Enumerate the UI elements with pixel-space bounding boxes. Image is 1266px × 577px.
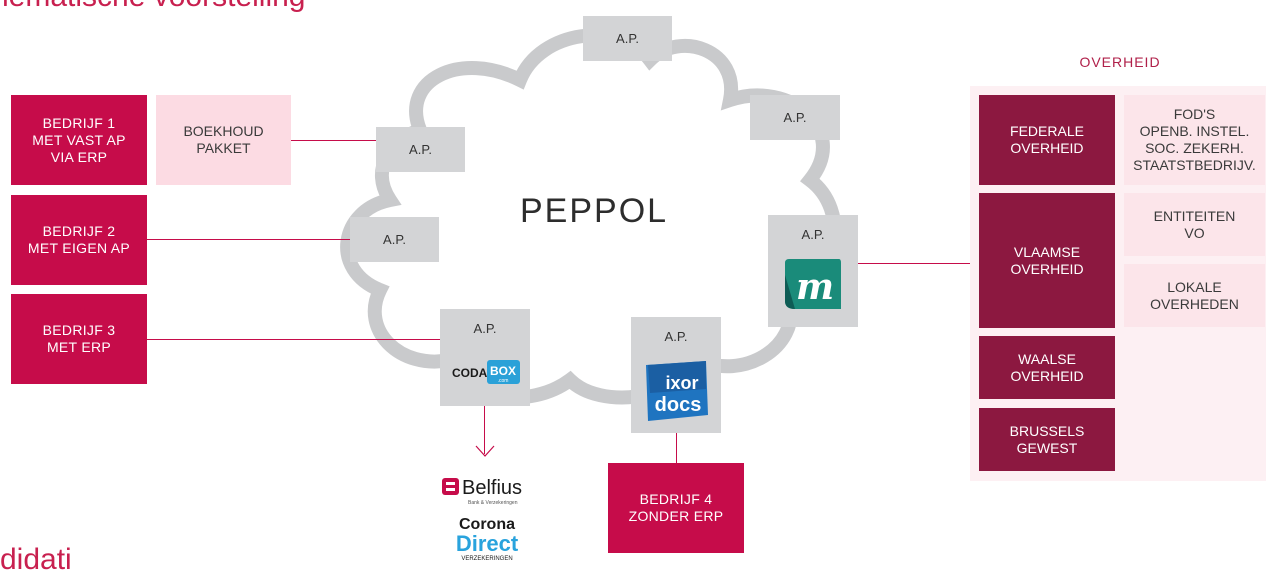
mercurius-letter: m bbox=[796, 266, 834, 308]
access-point-label: A.P. bbox=[473, 321, 497, 336]
page-title: hematische voorstelling bbox=[0, 0, 306, 14]
footer-partial-title: didati bbox=[0, 543, 72, 576]
gov-federal-sub: FOD'S OPENB. INSTEL. SOC. ZEKERH. STAATS… bbox=[1124, 95, 1265, 185]
government-heading: OVERHEID bbox=[1079, 54, 1161, 70]
gov-flemish-sub-2: LOKALE OVERHEDEN bbox=[1124, 264, 1265, 327]
gov-walloon: WAALSE OVERHEID bbox=[979, 336, 1115, 399]
connector-line bbox=[676, 433, 677, 463]
connector-line bbox=[147, 339, 440, 340]
codabox-text-c: .com bbox=[498, 378, 509, 384]
gov-federal: FEDERALE OVERHEID bbox=[979, 95, 1115, 185]
codabox-text-a: CODA bbox=[452, 366, 488, 380]
codabox-text-b: BOX bbox=[490, 364, 516, 378]
company-4-box: BEDRIJF 4 ZONDER ERP bbox=[608, 463, 744, 553]
access-point-boekhoud: A.P. bbox=[376, 127, 465, 172]
access-point-label: A.P. bbox=[664, 329, 688, 344]
connector-line bbox=[484, 406, 485, 454]
company-1-box: BEDRIJF 1 MET VAST AP VIA ERP bbox=[11, 95, 147, 185]
ixordocs-logo: ixor docs bbox=[646, 361, 708, 421]
belfius-logo: Belfius Bank & Verzekeringen bbox=[442, 477, 522, 506]
access-point-top: A.P. bbox=[583, 16, 672, 61]
peppol-label: PEPPOL bbox=[520, 192, 669, 230]
belfius-tagline: Bank & Verzekeringen bbox=[468, 500, 518, 506]
corona-direct-logo: Corona Direct VERZEKERINGEN bbox=[456, 516, 519, 562]
access-point-left: A.P. bbox=[350, 217, 439, 262]
connector-line bbox=[858, 263, 979, 264]
corona-line3: VERZEKERINGEN bbox=[461, 556, 512, 562]
arrow-down-icon bbox=[475, 445, 495, 457]
connector-line bbox=[147, 239, 350, 240]
corona-line1: Corona bbox=[459, 516, 515, 533]
codabox-logo: CODA BOX .com bbox=[452, 360, 520, 384]
access-point-right-top: A.P. bbox=[750, 95, 840, 140]
access-point-label: A.P. bbox=[801, 227, 825, 242]
gov-brussels: BRUSSELS GEWEST bbox=[979, 408, 1115, 471]
mercurius-logo: m bbox=[785, 259, 841, 309]
belfius-name: Belfius bbox=[462, 477, 522, 499]
access-point-codabox: A.P. bbox=[440, 309, 530, 406]
corona-line2: Direct bbox=[456, 531, 519, 556]
accounting-package-box: BOEKHOUD PAKKET bbox=[156, 95, 291, 185]
gov-flemish-sub-1: ENTITEITEN VO bbox=[1124, 193, 1265, 256]
ixordocs-line2: docs bbox=[655, 394, 702, 416]
company-2-box: BEDRIJF 2 MET EIGEN AP bbox=[11, 195, 147, 285]
ixordocs-line1: ixor bbox=[665, 373, 698, 393]
gov-flemish: VLAAMSE OVERHEID bbox=[979, 193, 1115, 328]
company-3-box: BEDRIJF 3 MET ERP bbox=[11, 294, 147, 384]
connector-line bbox=[291, 140, 376, 141]
